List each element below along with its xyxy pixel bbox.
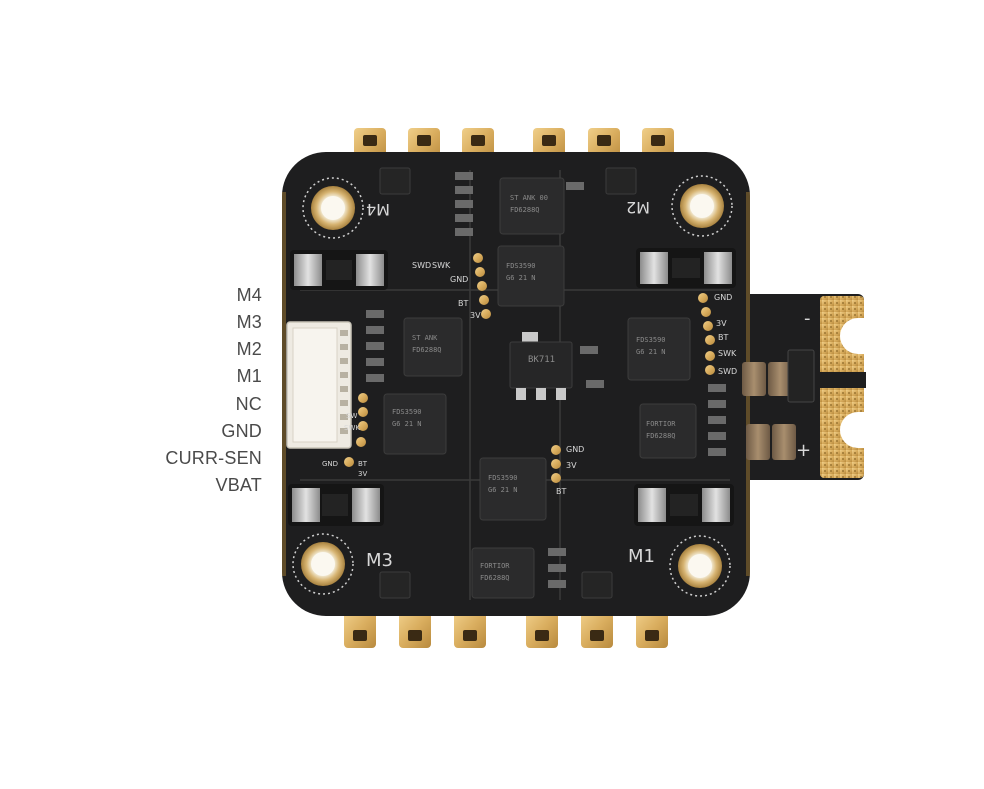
chips: ST ANK 00 FD6288Q FDS3590 G6 21 N ST ANK FD… [383,177,697,599]
pin-label-nc: NC [235,394,262,414]
shunt-resistor [290,250,388,290]
chip: ST ANK 00 FD6288Q [499,177,565,235]
motor-pad [454,612,486,648]
svg-text:FDS3590: FDS3590 [392,408,422,416]
pad-label-3v: 3V [716,319,727,328]
pin-label-vbat: VBAT [215,475,262,495]
pad-label-3v: 3V [358,470,367,478]
chip: FDS3590 G6 21 N [479,457,547,521]
signal-connector [286,321,352,449]
shunt-resistors [288,248,736,526]
shunt-resistor [288,484,384,526]
chip: FDS3590 G6 21 N [627,317,691,381]
svg-text:FD6288Q: FD6288Q [480,574,510,582]
pad-label-swk: SWK [432,261,451,270]
pad-label-bt: BT [556,487,566,496]
silk-m1: M1 [628,546,655,567]
pad-label-bt: BT [358,460,368,468]
svg-text:G6 21 N: G6 21 N [488,486,518,494]
pin-label-gnd: GND [221,421,262,441]
shunt-resistor [634,484,734,526]
small-components [366,167,726,599]
silk-m4: M4 [366,200,390,219]
pin-label-m4: M4 [236,285,262,305]
motor-pad [399,612,431,648]
svg-text:FDS3590: FDS3590 [636,336,666,344]
pin-label-m3: M3 [236,312,262,332]
programming-pads [344,253,715,483]
pin-label-m2: M2 [236,339,262,359]
svg-text:FD6288Q: FD6288Q [412,346,442,354]
svg-text:FORTIOR: FORTIOR [480,562,510,570]
mounting-holes [292,175,733,597]
capacitors [742,349,815,460]
silk-m2: M2 [626,198,650,217]
chip: ST ANK FD6288Q [403,317,463,377]
motor-pad [344,612,376,648]
pad-label-gnd: GND [566,445,584,454]
mounting-hole [671,175,733,237]
pad-label-3v: 3V [470,311,481,320]
mounting-hole [292,533,354,595]
svg-text:ST ANK: ST ANK [412,334,438,342]
svg-text:ST ANK 00: ST ANK 00 [510,194,548,202]
pad-label-swd: SWD [718,367,737,376]
motor-silk-labels: M4 M2 M3 M1 [366,198,655,571]
svg-text:FD6288Q: FD6288Q [510,206,540,214]
pad-label-gnd: GND [322,460,338,468]
chip: FDS3590 G6 21 N [383,393,447,455]
pad-labels-right: GND 3V BT SWK SWD [714,293,737,376]
pad-label-gnd: GND [714,293,732,302]
pad-labels-bottom: GND 3V BT [556,445,584,496]
svg-text:FDS3590: FDS3590 [506,262,536,270]
polarity-minus: - [804,308,811,329]
chip: FORTIOR FD6288Q [639,403,697,459]
motor-pad [526,612,558,648]
svg-text:G6 21 N: G6 21 N [636,348,666,356]
regulator-marking: BK711 [528,355,555,365]
pin-label-curr-sen: CURR-SEN [165,448,262,468]
pad-label-bt: BT [718,333,728,342]
pad-label-sw: SW [346,412,357,420]
svg-text:G6 21 N: G6 21 N [392,420,422,428]
polarity-plus: + [796,440,811,461]
svg-text:G6 21 N: G6 21 N [506,274,536,282]
pad-label-gnd: GND [450,275,468,284]
pad-label-swk: SWK [344,424,360,432]
svg-text:FD6288Q: FD6288Q [646,432,676,440]
mounting-hole [302,177,364,239]
motor-pad [636,612,668,648]
svg-text:FDS3590: FDS3590 [488,474,518,482]
pad-label-swd: SWD [412,261,431,270]
pad-labels-left: SW SWK BT 3V GND [322,412,368,478]
pad-labels-top: SWD SWK GND BT 3V [412,261,481,320]
shunt-resistor [636,248,736,288]
motor-pad [581,612,613,648]
chip: FORTIOR FD6288Q [471,547,535,599]
pad-label-3v: 3V [566,461,577,470]
pad-label-swk: SWK [718,349,737,358]
pin-label-m1: M1 [236,366,262,386]
chip: FDS3590 G6 21 N [497,245,565,307]
mounting-hole [669,535,731,597]
motor-pads-bottom [344,612,668,648]
silk-m3: M3 [366,550,393,571]
svg-text:FORTIOR: FORTIOR [646,420,676,428]
voltage-regulator: BK711 [509,332,573,400]
pad-label-bt: BT [458,299,468,308]
